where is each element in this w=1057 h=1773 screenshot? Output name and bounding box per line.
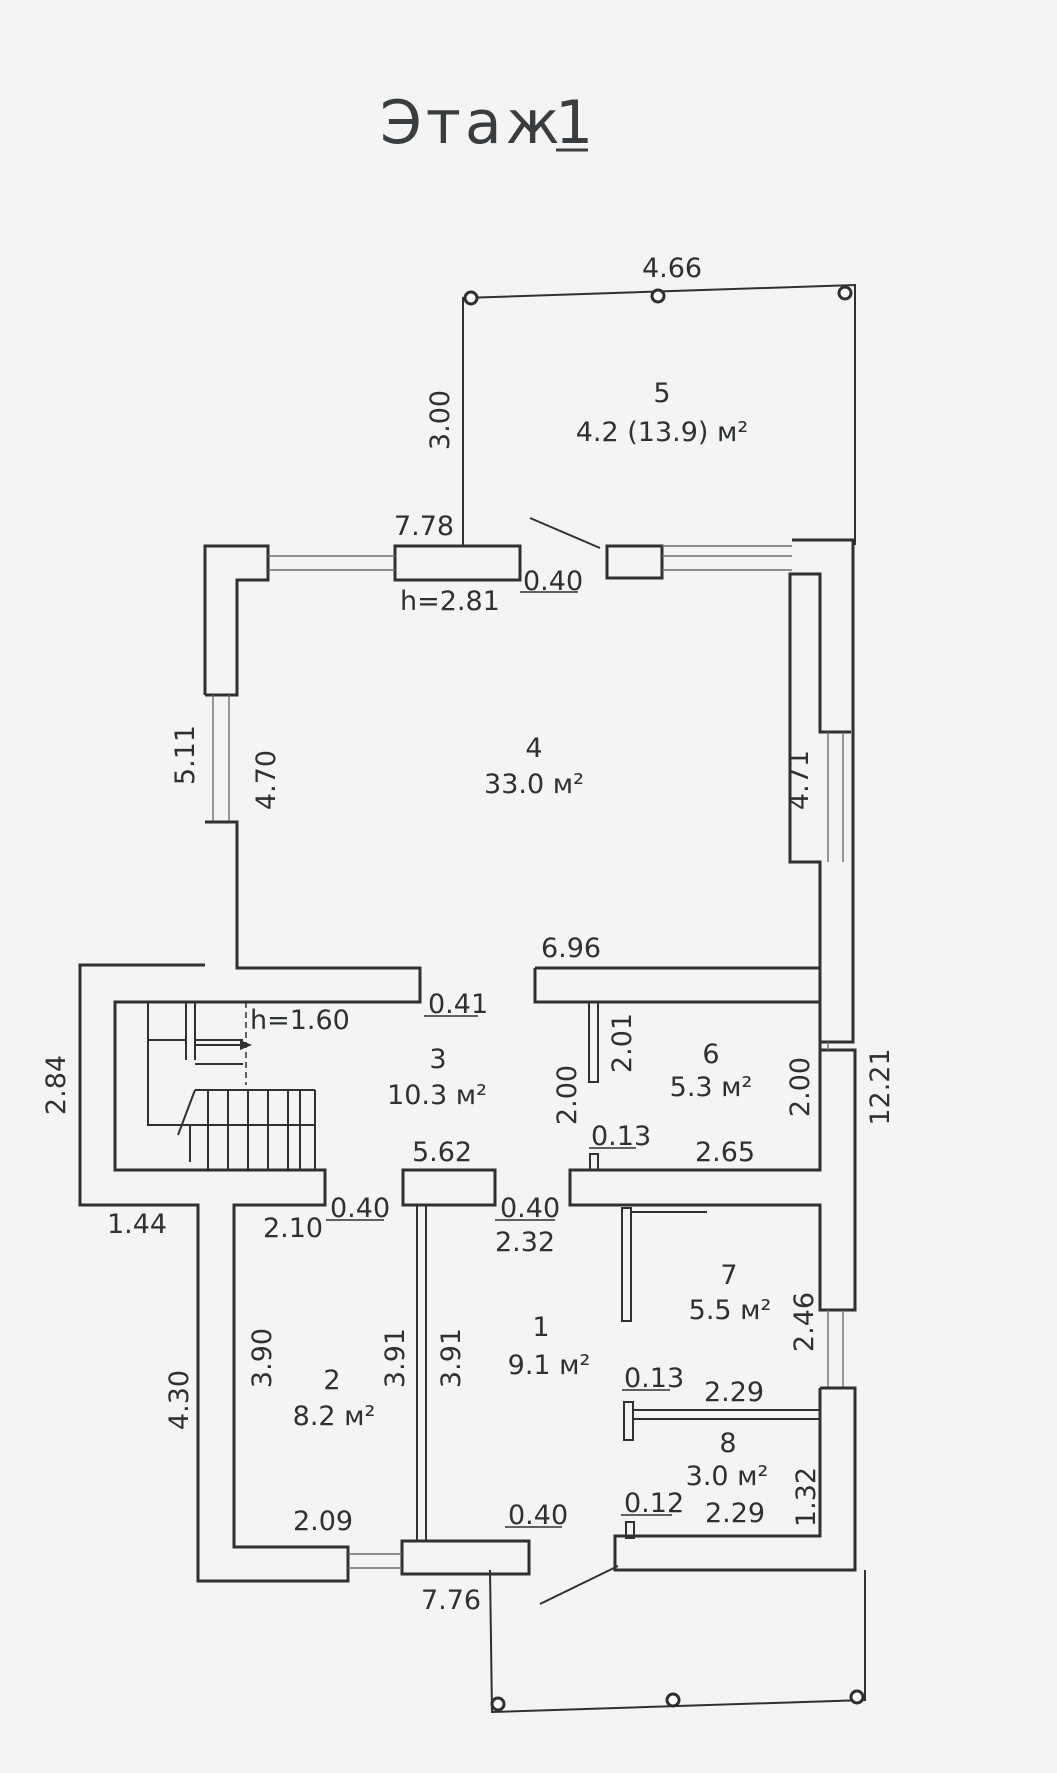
dimension-label: 3.90	[247, 1328, 278, 1388]
terrace-post	[463, 290, 479, 306]
dimension-label: 2.01	[607, 1013, 638, 1073]
wall	[400, 1539, 531, 1576]
dimension-label: 2.29	[705, 1498, 765, 1529]
dimension-label: 4.70	[251, 750, 282, 810]
dimension-label: 5.11	[170, 725, 201, 785]
wall	[78, 963, 350, 1583]
dimension-label: 1.44	[107, 1209, 167, 1240]
dimension-label: 2.00	[552, 1065, 583, 1125]
stair-step	[177, 1089, 196, 1136]
height-labels: h=2.81 h=1.60	[250, 586, 500, 1036]
dimension-label: 5.62	[412, 1137, 472, 1168]
room-5-number: 5	[653, 378, 670, 409]
room-4-area: 33.0 м²	[484, 769, 584, 800]
room-6-area: 5.3 м²	[670, 1072, 753, 1103]
room-3-area: 10.3 м²	[387, 1080, 487, 1111]
wall	[605, 544, 664, 580]
partition	[632, 1409, 821, 1420]
dimension-label: 7.78	[394, 511, 454, 542]
room-3-number: 3	[429, 1044, 446, 1075]
dimension-label: 0.40	[508, 1500, 568, 1531]
dimension-label: 4.71	[784, 750, 815, 810]
wall	[393, 544, 522, 582]
stair-height-label: h=1.60	[250, 1005, 350, 1036]
ceiling-height-label: h=2.81	[400, 586, 500, 617]
dimension-label: 0.40	[500, 1193, 560, 1224]
room-1-area: 9.1 м²	[508, 1350, 591, 1381]
dimension-label: 2.10	[263, 1213, 323, 1244]
terrace-post	[665, 1692, 681, 1708]
dimension-label: 2.29	[704, 1377, 764, 1408]
terrace-post	[837, 285, 853, 301]
upper-terrace	[462, 283, 856, 549]
room-5-area: 4.2 (13.9) м²	[576, 417, 748, 448]
terrace-post	[650, 288, 666, 304]
wall	[568, 1042, 857, 1312]
dimension-label: 2.09	[293, 1506, 353, 1537]
dimension-label: 0.13	[591, 1121, 651, 1152]
dimension-label: 12.21	[865, 1048, 896, 1125]
room-8-area: 3.0 м²	[686, 1461, 769, 1492]
floor-title-number: 1	[555, 88, 597, 158]
room-7-number: 7	[720, 1260, 737, 1291]
room-2-area: 8.2 м²	[293, 1401, 376, 1432]
dimension-label: 3.91	[436, 1328, 467, 1388]
room-1-number: 1	[532, 1312, 549, 1343]
room-7-area: 5.5 м²	[689, 1295, 772, 1326]
dimension-label: 6.96	[541, 933, 601, 964]
dimension-label: 7.76	[421, 1585, 481, 1616]
staircase	[147, 1002, 316, 1170]
dimension-label: 0.13	[624, 1363, 684, 1394]
dimension-label: 4.30	[164, 1370, 195, 1430]
room-2-number: 2	[323, 1365, 340, 1396]
dimension-label: 1.32	[791, 1467, 822, 1527]
partition	[589, 1153, 599, 1171]
terrace-outline-top	[462, 283, 856, 545]
wall	[401, 1168, 497, 1207]
entrance-door-swing	[539, 1565, 619, 1605]
floor-title-text: Этаж	[380, 88, 564, 158]
dimension-label: 2.46	[789, 1292, 820, 1352]
partition	[588, 1001, 599, 1083]
wall	[205, 820, 422, 1004]
dimension-label: 3.91	[380, 1328, 411, 1388]
dimension-label: 3.00	[425, 390, 456, 450]
room-6-number: 6	[702, 1039, 719, 1070]
dimension-label: 0.41	[428, 989, 488, 1020]
interior-walls	[401, 1001, 821, 1542]
wall	[533, 966, 822, 1004]
wall	[203, 544, 270, 697]
wall	[613, 1386, 857, 1572]
terrace-post	[849, 1689, 865, 1705]
terrace-post	[490, 1696, 506, 1712]
dimension-label: 2.00	[785, 1057, 816, 1117]
room-8-number: 8	[719, 1428, 736, 1459]
partition	[625, 1521, 635, 1539]
dimension-label: 2.65	[695, 1137, 755, 1168]
stair-outline	[147, 1002, 191, 1162]
dimension-label: 0.12	[624, 1488, 684, 1519]
terrace-door-swing	[529, 517, 601, 549]
dimension-label: 2.84	[41, 1055, 72, 1115]
dimension-label: 4.66	[642, 253, 702, 284]
room-4-number: 4	[525, 733, 542, 764]
plan-title: Этаж 1	[380, 88, 597, 158]
room-labels: 1 9.1 м² 2 8.2 м² 3 10.3 м² 4 33.0 м² 5 …	[293, 378, 772, 1492]
exterior-walls	[78, 538, 857, 1583]
partition	[416, 1204, 427, 1542]
dimension-labels: 4.66 3.00 7.78 0.40 5.11 4.70 4.71 6.96 …	[41, 253, 896, 1616]
wall	[788, 538, 855, 1044]
terrace-outline-bottom	[489, 1569, 866, 1714]
dimension-label: 2.32	[495, 1227, 555, 1258]
lower-terrace	[489, 1565, 866, 1714]
partition	[623, 1401, 634, 1441]
dimension-label: 0.40	[330, 1193, 390, 1224]
partition	[621, 1207, 632, 1322]
